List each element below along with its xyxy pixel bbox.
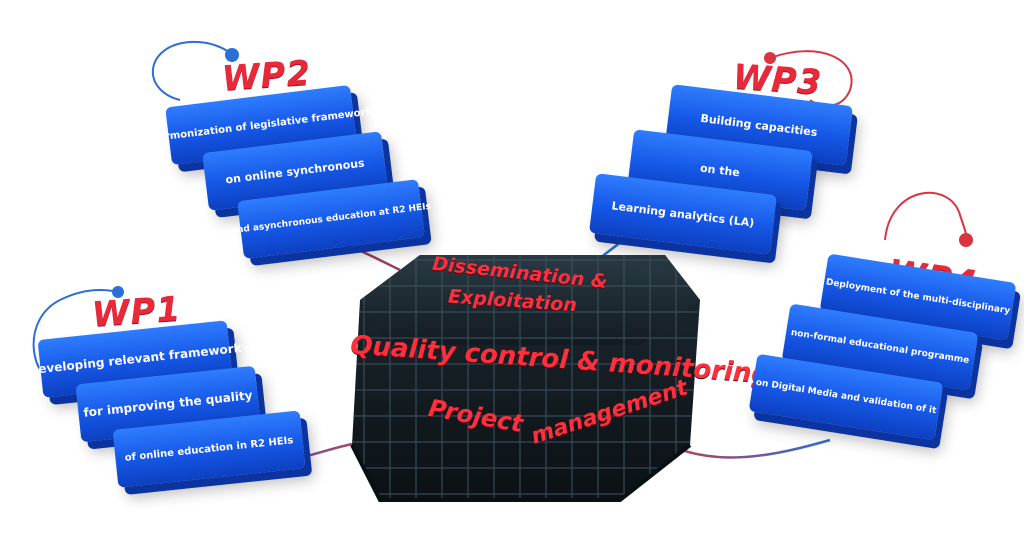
wp4-line-1: Deployment of the multi-disciplinary [825, 277, 1011, 317]
wp1-node-dot [112, 286, 124, 298]
wp4-node-dot [959, 233, 973, 247]
wp2-node-dot [225, 48, 239, 62]
wp3-node-dot [764, 52, 776, 64]
central-cube [350, 255, 700, 502]
wp2-line-3: and asynchronous education at R2 HEIs [230, 201, 432, 237]
wp3-line-3: Learning analytics (LA) [610, 198, 756, 230]
wp4-loop-curve [884, 191, 968, 241]
wp1-line-3: of online education in R2 HEIs [124, 434, 294, 464]
wp3-line-1: Building capacities [699, 111, 819, 139]
wp3-line-2: on the [699, 161, 741, 179]
wp2-loop-curve [152, 40, 233, 101]
wp2-line-2: on online synchronous [224, 156, 366, 186]
wp4-line-2: non-formal educational programme [790, 327, 970, 367]
wp4-line-3: on Digital Media and validation of it [755, 377, 937, 417]
wp1-line-2: for improving the quality [82, 388, 254, 420]
